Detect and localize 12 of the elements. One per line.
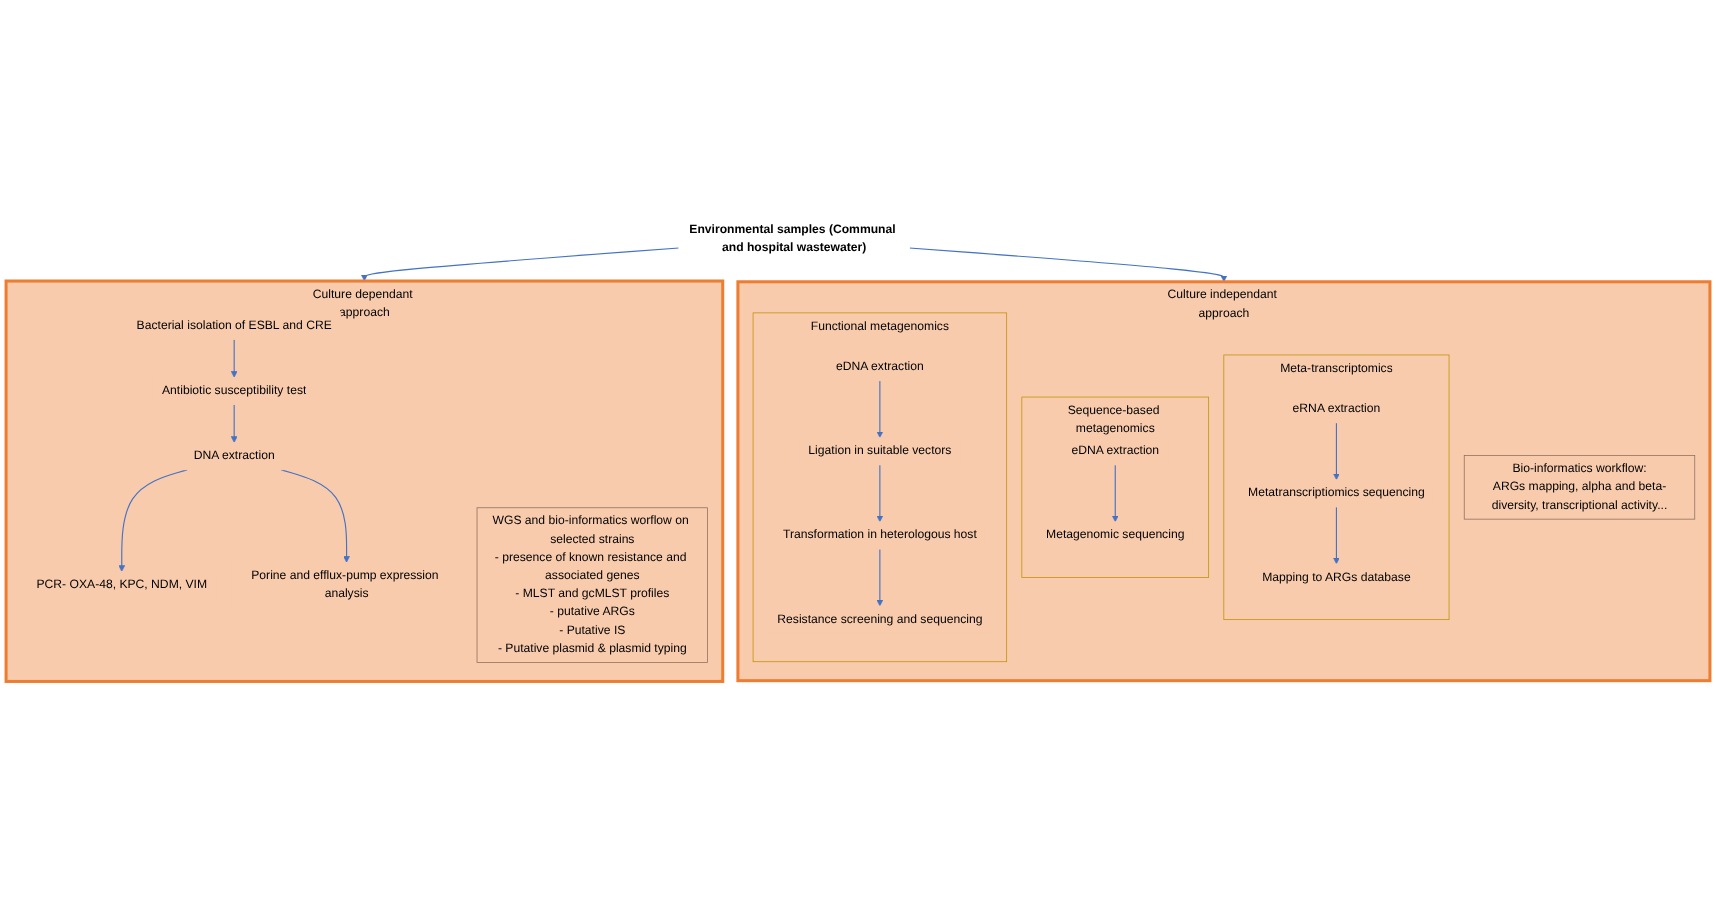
arrow bbox=[230, 404, 238, 443]
arrow bbox=[1333, 422, 1340, 480]
arrow bbox=[876, 464, 884, 523]
arrow bbox=[1333, 506, 1340, 565]
arrow bbox=[908, 247, 1228, 283]
arrow bbox=[361, 247, 680, 282]
arrow bbox=[230, 338, 238, 378]
arrow bbox=[118, 469, 188, 572]
arrow bbox=[876, 380, 884, 438]
arrow bbox=[876, 548, 884, 607]
arrow bbox=[280, 469, 350, 563]
arrow bbox=[1111, 464, 1119, 523]
